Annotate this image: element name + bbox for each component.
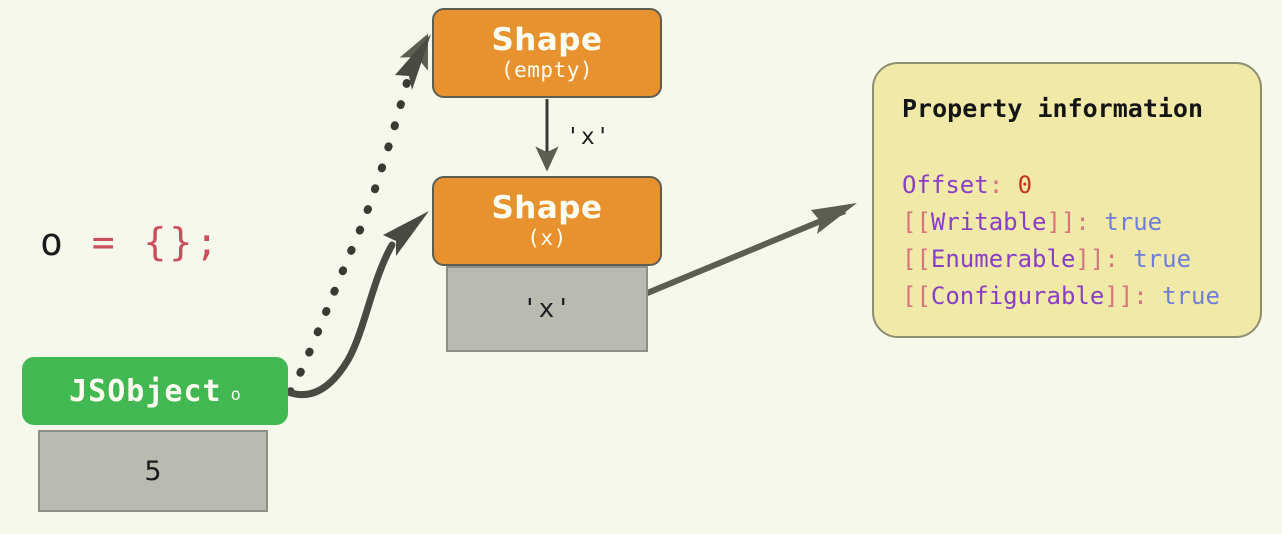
shape-x-slot-label: 'x' <box>522 294 572 324</box>
code-token-semicolon: ; <box>195 220 222 264</box>
property-key: Enumerable <box>930 245 1076 273</box>
edge-jsobject-to-shape-empty-head <box>399 33 429 71</box>
node-jsobject[interactable]: JSObject o <box>22 357 288 425</box>
property-bracket-open: [[ <box>902 282 931 310</box>
edge-jsobject-to-shape-empty <box>286 71 413 396</box>
property-bracket-open: [[ <box>902 208 931 236</box>
shape-x-subtitle: (x) <box>527 226 567 250</box>
property-card-title: Property information <box>902 94 1204 123</box>
property-information-card[interactable]: Property information Offset: 0 [[Writabl… <box>872 62 1262 338</box>
property-row: [[Writable]]: true <box>902 204 1260 241</box>
jsobject-value-slot[interactable]: 5 <box>38 430 268 512</box>
property-value: 0 <box>1017 171 1033 199</box>
node-shape-empty[interactable]: Shape (empty) <box>432 8 662 98</box>
code-token-braces: {} <box>143 220 196 264</box>
property-bracket-close: ]] <box>1104 282 1134 310</box>
jsobject-title: JSObject <box>69 373 222 409</box>
arrowhead-shape-empty <box>395 34 431 90</box>
property-key: Configurable <box>930 282 1105 310</box>
property-bracket-open: [[ <box>902 245 931 273</box>
property-bracket-close: ]] <box>1075 245 1105 273</box>
property-colon: : <box>988 171 1004 199</box>
property-value: true <box>1133 245 1192 273</box>
arrowhead-shape-x <box>383 211 429 256</box>
edge-label-property-x: 'x' <box>566 124 611 150</box>
property-colon: : <box>1133 282 1148 310</box>
arrowhead-property-card <box>811 203 857 234</box>
property-value: true <box>1162 282 1220 310</box>
property-value: true <box>1104 208 1163 236</box>
property-colon: : <box>1075 208 1090 236</box>
code-line-1: o = {}; <box>40 206 247 278</box>
property-colon: : <box>1104 245 1119 273</box>
code-token-operator: = <box>65 220 144 264</box>
node-shape-x[interactable]: Shape (x) <box>432 176 662 266</box>
property-bracket-close: ]] <box>1046 208 1076 236</box>
jsobject-slot-value: 5 <box>144 455 162 487</box>
property-row: [[Enumerable]]: true <box>902 241 1260 278</box>
property-row: Offset: 0 <box>902 167 1260 204</box>
edge-jsobject-to-shape-x <box>284 241 396 399</box>
property-row: [[Configurable]]: true <box>902 278 1260 315</box>
property-key: Writable <box>930 208 1047 236</box>
code-token-ident: o <box>40 220 66 264</box>
jsobject-variable-name: o <box>230 385 241 405</box>
shape-x-property-slot[interactable]: 'x' <box>446 266 648 352</box>
shape-empty-title: Shape <box>491 22 603 58</box>
shape-empty-subtitle: (empty) <box>500 58 593 82</box>
shape-x-title: Shape <box>491 190 603 226</box>
property-key: Offset <box>902 171 989 199</box>
